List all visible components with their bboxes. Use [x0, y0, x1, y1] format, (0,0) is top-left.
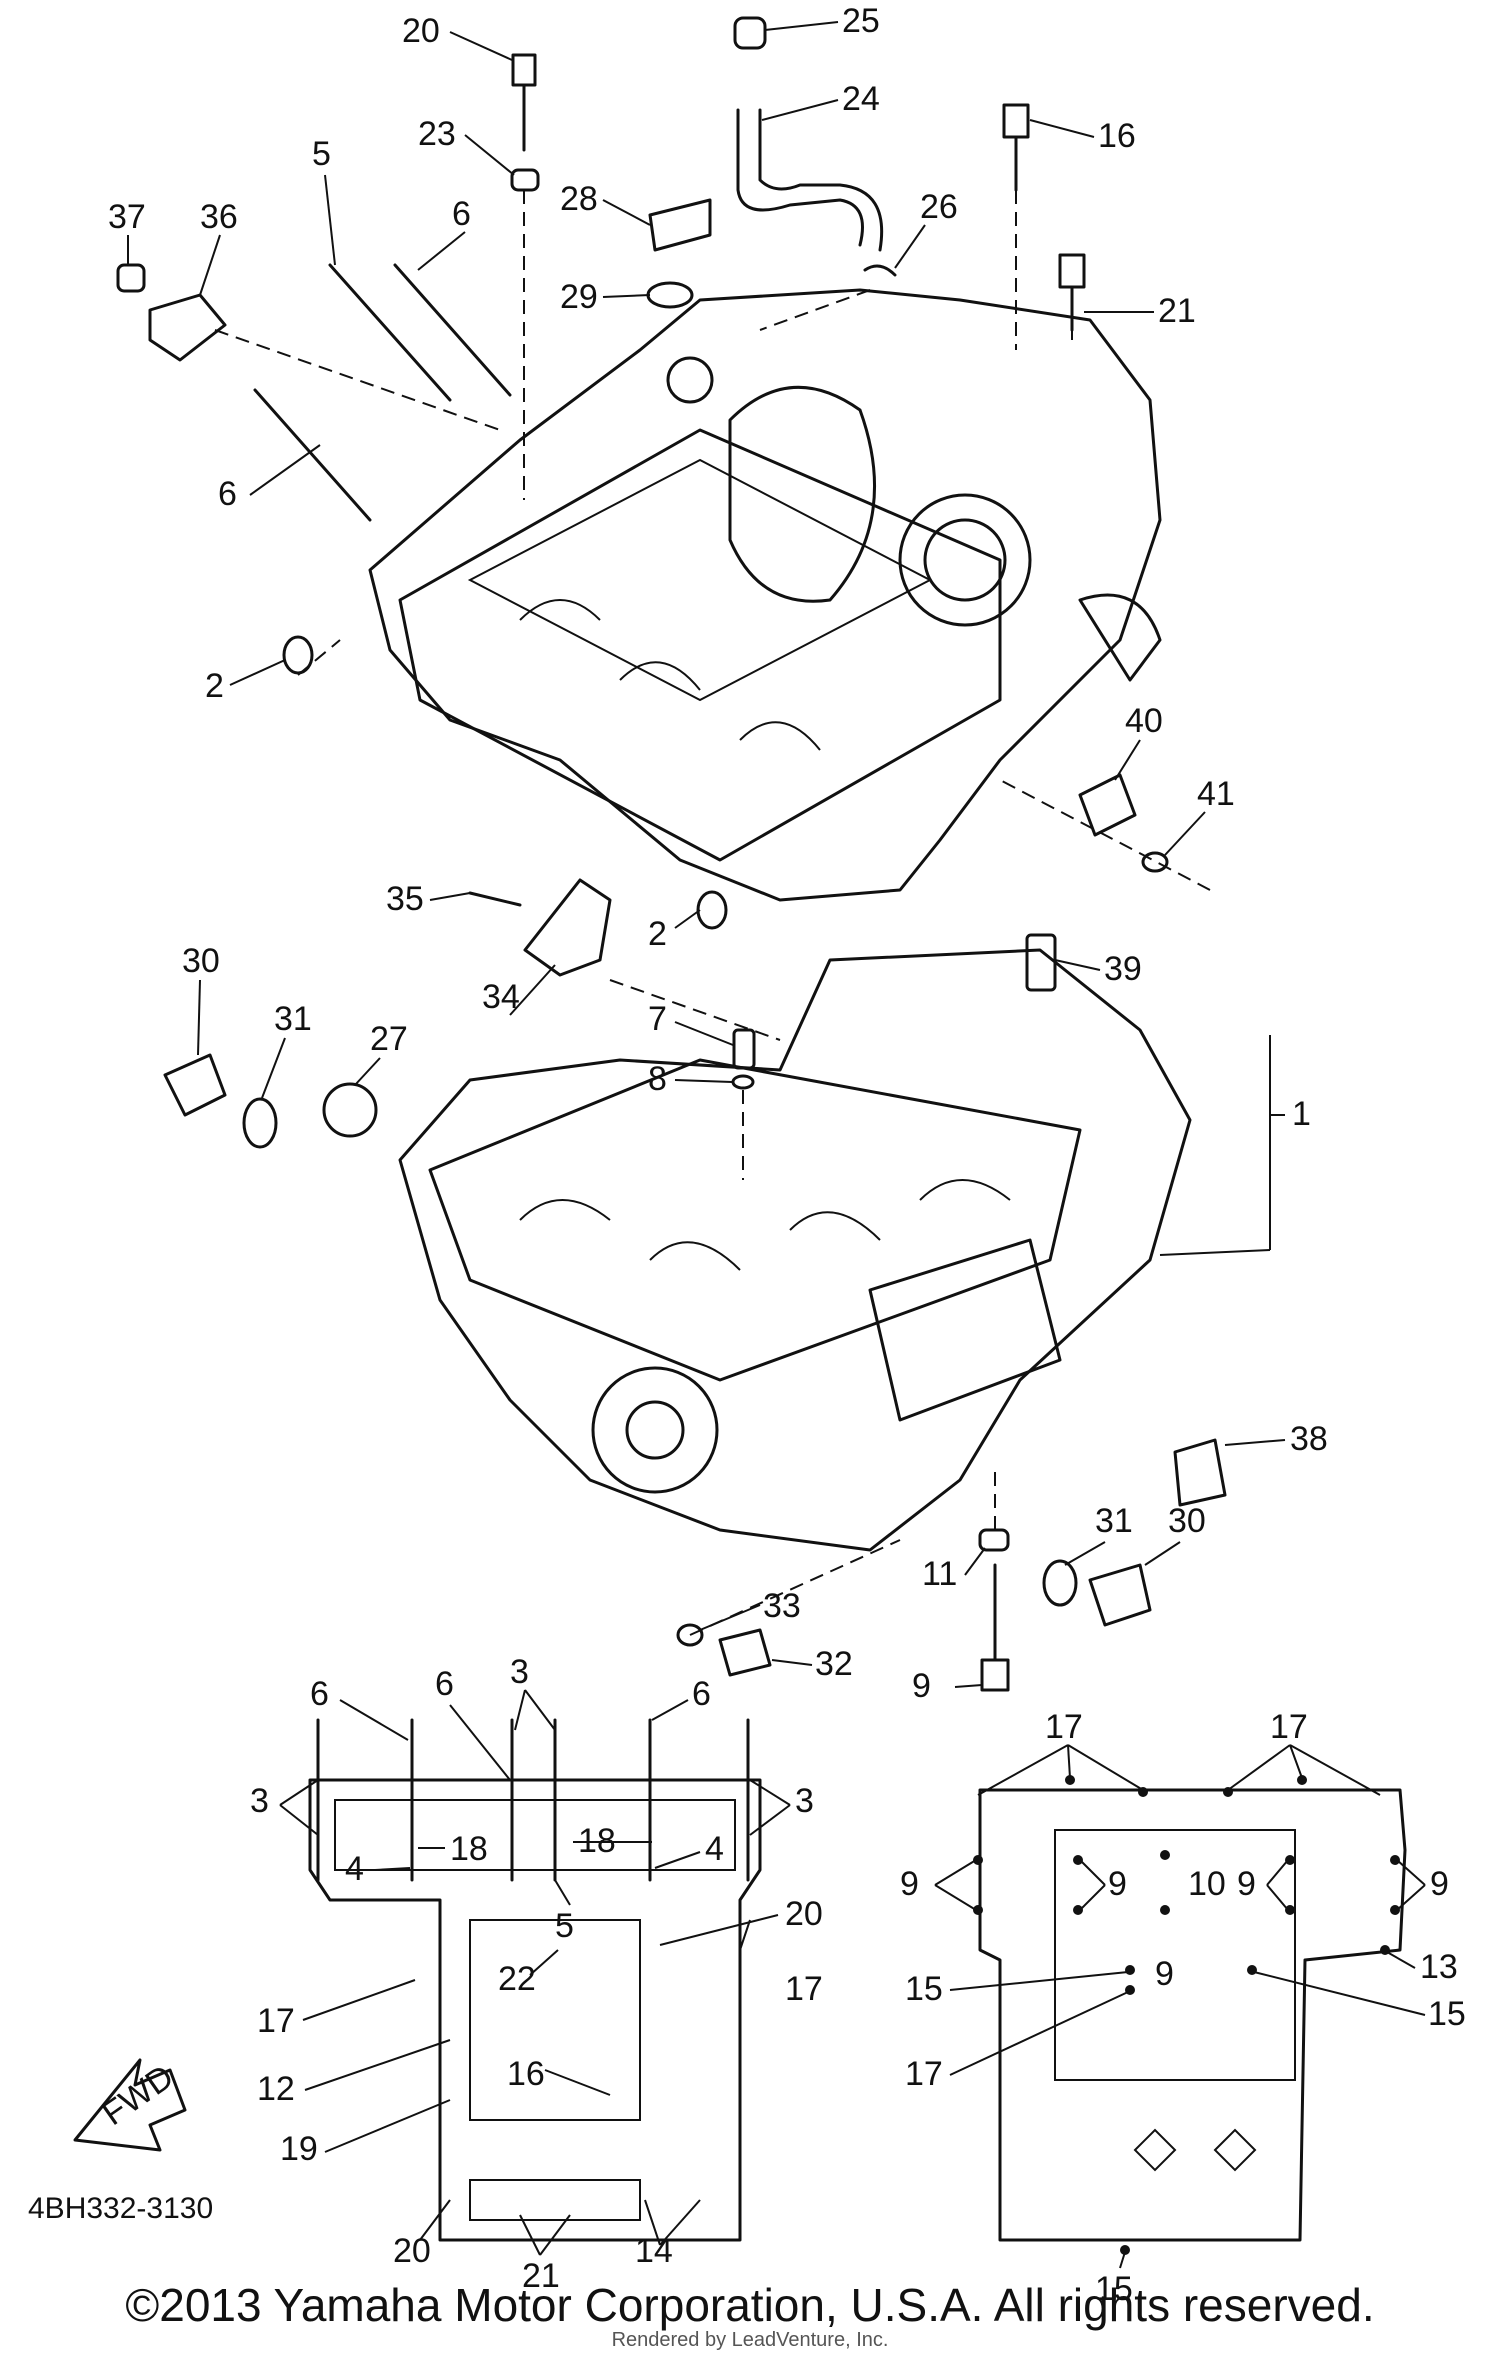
callout: 3: [795, 1782, 814, 1820]
callout: 9: [1108, 1865, 1127, 1903]
callout: 5: [312, 135, 331, 173]
callout: 17: [1270, 1708, 1308, 1746]
upper-view-leader-lines: [279, 1689, 791, 2256]
callout: 28: [560, 180, 598, 218]
callout: 6: [452, 195, 471, 233]
callout: 32: [815, 1645, 853, 1683]
callout: 6: [310, 1675, 329, 1713]
callout: 16: [1098, 117, 1136, 155]
rendered-by-note: Rendered by LeadVenture, Inc.: [611, 2329, 889, 2351]
callout: 41: [1197, 775, 1235, 813]
callout: 40: [1125, 702, 1163, 740]
callout: 35: [386, 880, 424, 918]
callout: 6: [435, 1665, 454, 1703]
callout: 20: [785, 1895, 823, 1933]
callout: 2: [205, 667, 224, 705]
callout: 31: [274, 1000, 312, 1038]
callout: 8: [648, 1060, 667, 1098]
upper-crankcase: [368, 288, 1162, 902]
callout: 9: [912, 1667, 931, 1705]
callout: 16: [507, 2055, 545, 2093]
callout: 17: [1045, 1708, 1083, 1746]
callout: 2: [648, 915, 667, 953]
callout: 21: [522, 2257, 560, 2295]
callout: 33: [763, 1587, 801, 1625]
upper-view-callouts: 6 6 3 6 3 3 18 18 4 4 5 20 22 17 17 12 1…: [250, 1653, 823, 2295]
callout: 25: [842, 2, 880, 40]
callout: 19: [280, 2130, 318, 2168]
upper-case-bolt-layout: [308, 1718, 762, 2242]
copyright-notice: ©2013 Yamaha Motor Corporation, U.S.A. A…: [125, 2279, 1375, 2331]
diagram-code: 4BH332-3130: [28, 2192, 214, 2225]
lower-view-callouts: 17 17 9 9 10 9 9 9 13 15 15 17 15: [900, 1708, 1466, 2308]
lower-view-leader-lines: [934, 1744, 1426, 2269]
callout: 22: [498, 1960, 536, 1998]
callout: 23: [418, 115, 456, 153]
callout: 9: [1430, 1865, 1449, 1903]
callout: 6: [692, 1675, 711, 1713]
callout: 15: [905, 1970, 943, 2008]
callout: 4: [345, 1850, 364, 1888]
callout: 24: [842, 80, 880, 118]
callout: 20: [393, 2232, 431, 2270]
callout: 10: [1188, 1865, 1226, 1903]
callout: 7: [648, 1000, 667, 1038]
alignment-lines: [214, 190, 1211, 1636]
callout: 11: [922, 1555, 957, 1593]
top-leader-lines: [127, 21, 1286, 1688]
callout: 39: [1104, 950, 1142, 988]
callout: 4: [705, 1830, 724, 1868]
callout: 27: [370, 1020, 408, 1058]
callout: 9: [900, 1865, 919, 1903]
lower-case-bolt-layout: [973, 1775, 1407, 2255]
callout: 21: [1158, 292, 1196, 330]
bolts-and-small-parts: [116, 16, 1227, 1692]
callout: 31: [1095, 1502, 1133, 1540]
callout: 37: [108, 198, 146, 236]
callout: 17: [257, 2002, 295, 2040]
callout: 12: [257, 2070, 295, 2108]
callout: 38: [1290, 1420, 1328, 1458]
callout: 1: [1292, 1095, 1311, 1133]
callout: 20: [402, 12, 440, 50]
callout: 30: [182, 942, 220, 980]
callout: 6: [218, 475, 237, 513]
callout: 9: [1237, 1865, 1256, 1903]
callout: 3: [250, 1782, 269, 1820]
callout: 29: [560, 278, 598, 316]
callout: 17: [905, 2055, 943, 2093]
fwd-arrow: FWD: [73, 2058, 187, 2152]
callout: 26: [920, 188, 958, 226]
callout: 9: [1155, 1955, 1174, 1993]
callout: 18: [450, 1830, 488, 1868]
callout: 13: [1420, 1948, 1458, 1986]
callout: 15: [1095, 2270, 1133, 2308]
callout: 30: [1168, 1502, 1206, 1540]
callout: 15: [1428, 1995, 1466, 2033]
top-callouts: 20 25 24 23 16 5 6 28 37 36 26 29 21 6 2…: [108, 2, 1328, 1705]
callout: 5: [555, 1907, 574, 1945]
callout: 3: [510, 1653, 529, 1691]
callout: 36: [200, 198, 238, 236]
callout: 17: [785, 1970, 823, 2008]
lower-crankcase: [398, 948, 1192, 1552]
